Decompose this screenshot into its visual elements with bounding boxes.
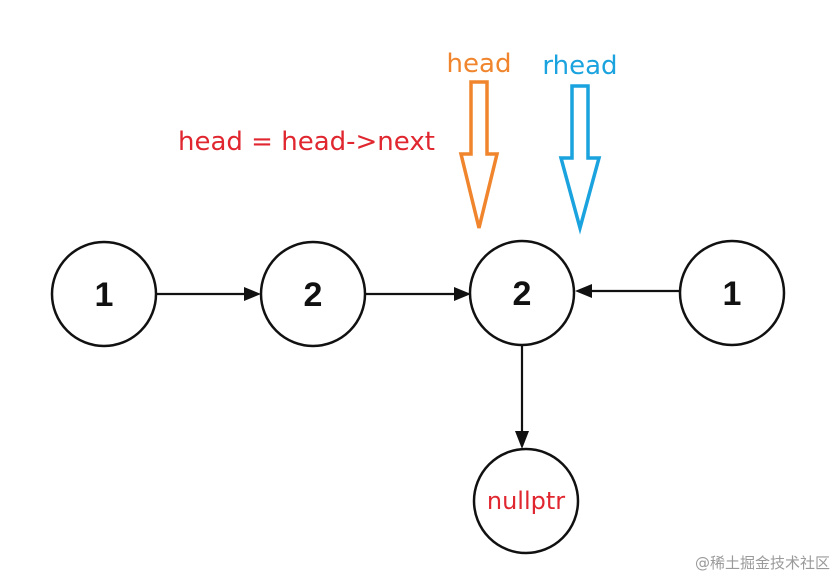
edge-n4-to-n3-arrowhead <box>575 284 592 298</box>
node-1: 1 <box>50 240 158 348</box>
node-2-label: 2 <box>304 276 323 314</box>
node-1-label: 1 <box>95 276 114 314</box>
edge-n1-to-n2-arrowhead <box>244 287 261 301</box>
node-null: nullptr <box>472 447 580 555</box>
rhead-down-arrow-icon <box>558 84 602 235</box>
annotation-text: head = head->next <box>178 127 435 157</box>
edge-n2-to-n3-arrowhead <box>454 287 471 301</box>
edge-n3-to-null-arrowhead <box>515 431 529 449</box>
node-4: 1 <box>678 239 786 347</box>
edges <box>157 284 680 449</box>
node-3-circle <box>468 239 576 347</box>
node-null-label: nullptr <box>487 487 565 515</box>
head-pointer: head <box>447 49 512 229</box>
watermark-text: @稀土掘金技术社区 <box>695 554 830 572</box>
node-2-circle <box>259 240 367 348</box>
rhead-pointer-label: rhead <box>542 51 617 81</box>
node-null-circle <box>472 447 580 555</box>
node-3: 2 <box>468 239 576 347</box>
head-down-arrow-icon <box>458 80 500 229</box>
node-3-label: 2 <box>513 275 532 313</box>
head-pointer-label: head <box>447 49 512 79</box>
node-4-label: 1 <box>723 275 742 313</box>
node-2: 2 <box>259 240 367 348</box>
rhead-pointer: rhead <box>542 51 618 235</box>
node-4-circle <box>678 239 786 347</box>
node-1-circle <box>50 240 158 348</box>
